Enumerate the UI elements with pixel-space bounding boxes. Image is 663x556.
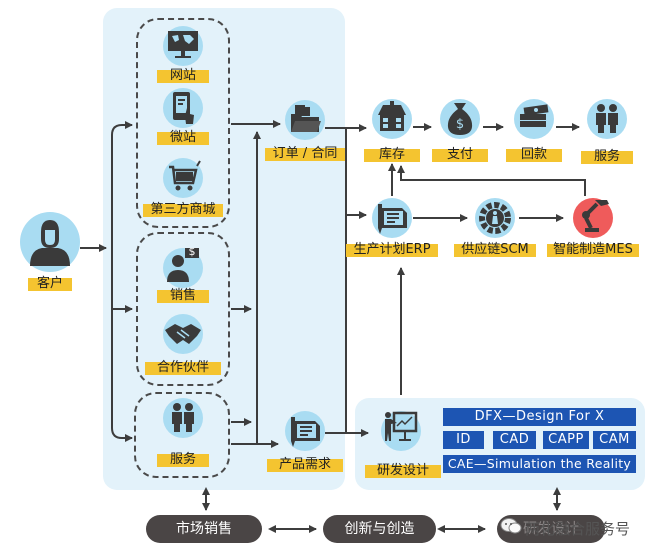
rnd-node[interactable]: 研发设计 bbox=[365, 401, 441, 479]
sales-label: 销售 bbox=[157, 289, 209, 303]
rnd-label: 研发设计 bbox=[365, 464, 441, 478]
market-sales-pill[interactable]: 市场销售 bbox=[146, 515, 262, 543]
sales-partners-group bbox=[136, 232, 230, 386]
payment-node[interactable]: $ 支付 bbox=[432, 99, 488, 162]
channel-microsite-label: 微站 bbox=[157, 131, 209, 145]
shopping-cart-icon bbox=[163, 158, 203, 198]
erp-node[interactable]: 生产计划ERP bbox=[346, 198, 438, 260]
mes-label: 智能制造MES bbox=[547, 243, 639, 257]
document-pen-icon bbox=[285, 411, 325, 451]
channel-website[interactable]: 网站 bbox=[157, 26, 209, 83]
robot-arm-icon bbox=[573, 198, 613, 238]
cam-box: CAM bbox=[593, 431, 636, 449]
service-node-left[interactable]: 服务 bbox=[157, 398, 209, 468]
document-pen-icon bbox=[372, 198, 412, 238]
order-contract-node[interactable]: 订单 / 合同 bbox=[265, 100, 345, 162]
two-people-icon bbox=[587, 99, 627, 139]
salesperson-dollar-icon: $ bbox=[163, 248, 203, 288]
two-people-icon bbox=[163, 398, 203, 438]
svg-text:$: $ bbox=[189, 248, 196, 258]
mes-node[interactable]: 智能制造MES bbox=[547, 198, 639, 260]
cad-box: CAD bbox=[493, 431, 536, 449]
watermark-text: 两化融合服务号 bbox=[525, 520, 631, 538]
online-channels-group bbox=[136, 18, 230, 228]
channel-third-party-mall-label: 第三方商城 bbox=[143, 203, 223, 217]
payment-label: 支付 bbox=[432, 148, 488, 162]
scm-label: 供应链SCM bbox=[454, 243, 536, 257]
channel-website-label: 网站 bbox=[157, 69, 209, 83]
capp-box: CAPP bbox=[543, 431, 589, 449]
dfx-box: DFX—Design For X bbox=[443, 408, 636, 426]
collection-node[interactable]: 回款 bbox=[506, 99, 562, 162]
service-right-label: 服务 bbox=[581, 150, 633, 164]
service-left-label: 服务 bbox=[157, 453, 209, 467]
product-demand-label: 产品需求 bbox=[267, 458, 343, 472]
presentation-board-icon bbox=[381, 411, 421, 451]
id-box: ID bbox=[443, 431, 484, 449]
product-demand-node[interactable]: 产品需求 bbox=[267, 411, 343, 473]
gear-person-icon bbox=[475, 198, 515, 238]
wechat-icon bbox=[500, 517, 522, 535]
channel-microsite[interactable]: 微站 bbox=[157, 88, 209, 145]
inventory-label: 库存 bbox=[364, 148, 420, 162]
sales-node[interactable]: $ 销售 bbox=[157, 240, 209, 303]
folder-documents-icon bbox=[285, 100, 325, 140]
scm-node[interactable]: 供应链SCM bbox=[454, 198, 536, 260]
money-bag-icon: $ bbox=[440, 99, 480, 139]
order-contract-label: 订单 / 合同 bbox=[265, 147, 345, 161]
monitor-world-map-icon bbox=[163, 26, 203, 66]
innovation-pill[interactable]: 创新与创造 bbox=[323, 515, 436, 543]
collection-label: 回款 bbox=[506, 148, 562, 162]
cash-stack-icon bbox=[514, 99, 554, 139]
cae-box: CAE—Simulation the Reality bbox=[443, 455, 636, 473]
handshake-icon bbox=[163, 314, 203, 354]
customer-node[interactable]: 客户 bbox=[20, 212, 80, 302]
mobile-touch-icon bbox=[163, 88, 203, 128]
customer-label: 客户 bbox=[28, 277, 72, 291]
partner-node[interactable]: 合作伙伴 bbox=[145, 314, 221, 378]
user-icon bbox=[20, 212, 80, 272]
service-node-right[interactable]: 服务 bbox=[581, 99, 633, 165]
svg-text:$: $ bbox=[456, 117, 464, 132]
partner-label: 合作伙伴 bbox=[145, 361, 221, 375]
erp-label: 生产计划ERP bbox=[346, 243, 438, 257]
inventory-node[interactable]: 库存 bbox=[364, 99, 420, 162]
channel-third-party-mall[interactable]: 第三方商城 bbox=[143, 158, 223, 218]
warehouse-icon bbox=[372, 99, 412, 139]
service-group bbox=[134, 392, 230, 478]
